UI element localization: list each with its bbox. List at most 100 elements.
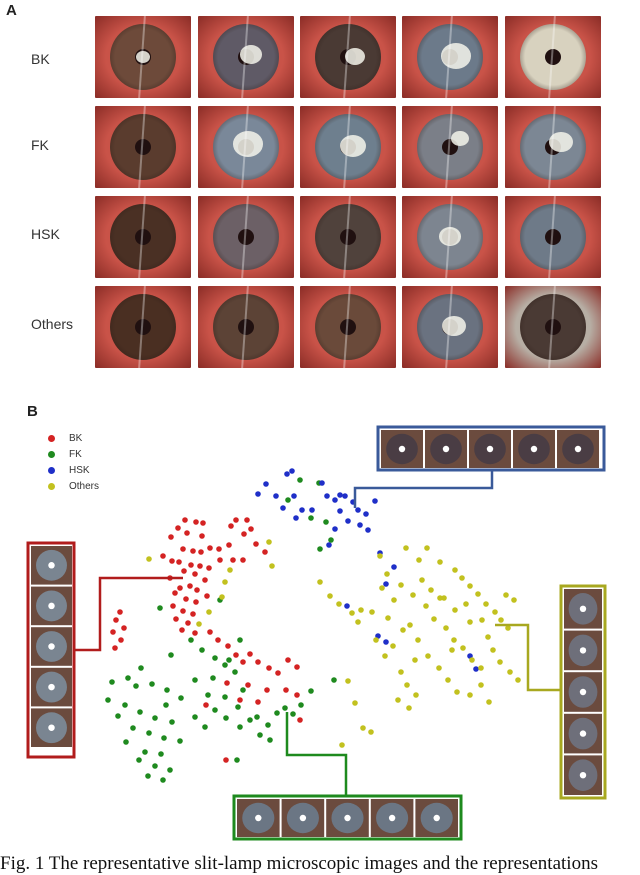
- iris: [315, 204, 381, 270]
- point-others: [443, 625, 449, 631]
- fk-thumb-reflex: [388, 814, 396, 822]
- point-fk: [105, 697, 111, 703]
- point-others: [469, 657, 475, 663]
- point-bk: [188, 562, 194, 568]
- point-others: [452, 607, 458, 613]
- hsk-thumbnail-box: [376, 425, 606, 472]
- point-fk: [123, 739, 129, 745]
- point-others: [206, 609, 212, 615]
- point-others: [467, 692, 473, 698]
- point-others: [445, 677, 451, 683]
- point-fk: [130, 725, 136, 731]
- point-bk: [179, 627, 185, 633]
- point-fk: [298, 702, 304, 708]
- point-fk: [122, 702, 128, 708]
- point-fk: [149, 681, 155, 687]
- point-others: [478, 665, 484, 671]
- others-thumb-reflex: [579, 730, 587, 737]
- point-others: [451, 637, 457, 643]
- point-others: [336, 601, 342, 607]
- point-hsk: [391, 564, 397, 570]
- bk-thumb-reflex: [48, 724, 55, 731]
- point-bk: [245, 682, 251, 688]
- point-others: [196, 621, 202, 627]
- point-fk: [146, 730, 152, 736]
- eye-image-others-4: [402, 286, 498, 368]
- eye-image-fk-1: [95, 106, 191, 188]
- point-others: [437, 559, 443, 565]
- pupil: [135, 229, 151, 245]
- point-fk: [226, 657, 232, 663]
- point-fk: [234, 757, 240, 763]
- point-fk: [199, 647, 205, 653]
- point-bk: [176, 559, 182, 565]
- point-hsk: [357, 522, 363, 528]
- point-others: [415, 637, 421, 643]
- bk-thumb-reflex: [48, 562, 55, 569]
- point-fk: [223, 715, 229, 721]
- point-others: [486, 699, 492, 705]
- bk-thumbnail-box: [26, 541, 76, 759]
- point-bk: [228, 523, 234, 529]
- point-bk: [193, 599, 199, 605]
- eye-image-bk-2: [198, 16, 294, 98]
- eye-image-hsk-4: [402, 196, 498, 278]
- point-others: [419, 577, 425, 583]
- point-fk: [308, 688, 314, 694]
- bk-thumb-reflex: [48, 643, 55, 650]
- point-others: [398, 669, 404, 675]
- point-fk: [152, 715, 158, 721]
- panel-a-letter: A: [6, 2, 17, 19]
- row-label-others: Others: [31, 316, 74, 332]
- legend-label-hsk: HSK: [69, 465, 90, 476]
- point-bk: [173, 616, 179, 622]
- legend-item-others: Others: [48, 481, 99, 492]
- point-fk: [142, 749, 148, 755]
- eye-image-bk-5: [505, 16, 601, 98]
- corneal-lesion: [340, 135, 366, 158]
- point-bk: [207, 629, 213, 635]
- point-bk: [200, 520, 206, 526]
- point-bk: [204, 593, 210, 599]
- point-others: [269, 563, 275, 569]
- point-bk: [203, 702, 209, 708]
- point-hsk: [372, 498, 378, 504]
- point-hsk: [383, 639, 389, 645]
- point-others: [360, 725, 366, 731]
- point-others: [437, 595, 443, 601]
- point-others: [406, 705, 412, 711]
- point-bk: [192, 630, 198, 636]
- point-bk: [215, 637, 221, 643]
- point-hsk: [273, 493, 279, 499]
- point-others: [407, 622, 413, 628]
- fk-thumb-reflex: [344, 814, 351, 822]
- others-thumb-reflex: [579, 688, 587, 696]
- point-hsk: [291, 493, 297, 499]
- point-others: [454, 689, 460, 695]
- point-bk: [193, 519, 199, 525]
- corneal-lesion: [233, 131, 263, 157]
- row-label-fk: FK: [31, 137, 49, 153]
- point-others: [452, 567, 458, 573]
- eye-image-bk-1: [95, 16, 191, 98]
- point-hsk: [326, 542, 332, 548]
- point-bk: [113, 617, 119, 623]
- others-thumb-reflex: [579, 772, 587, 779]
- point-fk: [109, 679, 115, 685]
- point-bk: [241, 531, 247, 537]
- point-bk: [168, 534, 174, 540]
- point-others: [219, 594, 225, 600]
- point-fk: [247, 717, 253, 723]
- point-others: [424, 545, 430, 551]
- others-thumb-reflex: [579, 605, 587, 612]
- point-bk: [275, 670, 281, 676]
- point-others: [483, 601, 489, 607]
- point-bk: [240, 557, 246, 563]
- point-hsk: [365, 527, 371, 533]
- corneal-lesion: [439, 227, 461, 246]
- iris: [315, 294, 381, 360]
- eye-image-hsk-1: [95, 196, 191, 278]
- pupil: [238, 229, 254, 245]
- point-hsk: [473, 666, 479, 672]
- legend-label-fk: FK: [69, 449, 82, 460]
